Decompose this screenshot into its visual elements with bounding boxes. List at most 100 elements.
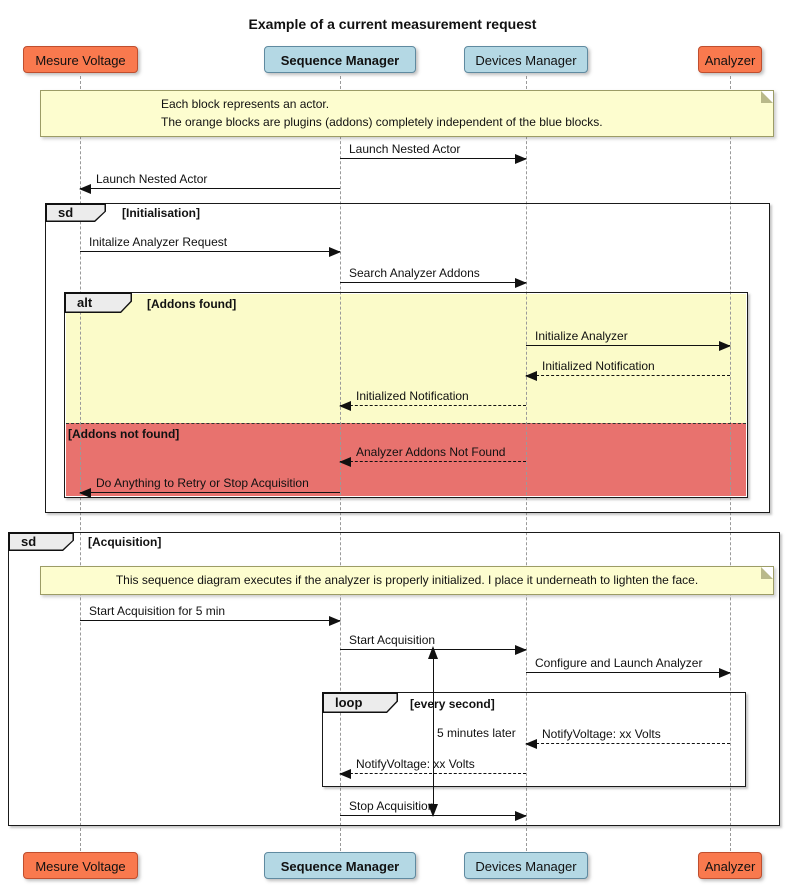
arrowhead-right-icon [515, 645, 527, 655]
message-line [80, 251, 340, 252]
message-label: Start Acquisition [349, 633, 436, 647]
message-label: NotifyVoltage: xx Volts [542, 727, 661, 741]
pentagon-tab-icon [8, 532, 74, 551]
message-label: Initialized Notification [542, 359, 655, 373]
message-line [80, 620, 340, 621]
message-label: NotifyVoltage: xx Volts [356, 757, 475, 771]
message-launch-nested-actor-1: Launch Nested Actor [340, 139, 527, 164]
actor-devices-manager-bottom: Devices Manager [464, 852, 588, 879]
alt-section-addons-found-bg [66, 294, 746, 423]
frame-alt [64, 292, 748, 498]
message-label: Start Acquisition for 5 min [89, 604, 226, 618]
arrowhead-down-icon [428, 804, 438, 817]
message-launch-nested-actor-2: Launch Nested Actor [79, 169, 340, 194]
lifeline-devices-manager [526, 76, 527, 851]
arrowhead-left-icon [339, 457, 351, 467]
message-line [526, 743, 730, 744]
message-label: Analyzer Addons Not Found [356, 445, 506, 459]
actor-mesure-voltage-top: Mesure Voltage [23, 46, 138, 73]
actor-devices-manager-top: Devices Manager [464, 46, 588, 73]
arrowhead-right-icon [329, 616, 341, 626]
frame-loop [322, 692, 746, 787]
message-line [340, 158, 526, 159]
arrowhead-left-icon [525, 739, 537, 749]
note-fold-icon [761, 567, 773, 579]
frame-keyword: loop [335, 695, 363, 710]
frame-sd-initialisation [45, 203, 770, 513]
message-label: Launch Nested Actor [96, 172, 208, 186]
message-label: Initialize Analyzer [535, 329, 628, 343]
arrowhead-right-icon [515, 811, 527, 821]
frame-keyword: alt [77, 295, 93, 310]
message-label: Initalize Analyzer Request [89, 235, 228, 249]
guard-addons-found: [Addons found] [147, 297, 237, 311]
guard-addons-not-found: [Addons not found] [68, 427, 180, 441]
arrowhead-right-icon [719, 341, 731, 351]
message-label: Do Anything to Retry or Stop Acquisition [96, 476, 309, 490]
arrowhead-up-icon [428, 646, 438, 659]
frame-tab-sd-acquisition: sd [8, 532, 74, 551]
note-acquisition-info: This sequence diagram executes if the an… [40, 566, 774, 595]
actor-analyzer-top: Analyzer [698, 46, 762, 73]
pentagon-tab-icon [45, 203, 106, 222]
arrowhead-left-icon [79, 184, 91, 194]
note-actors-legend: Each block represents an actor. The oran… [40, 90, 774, 137]
pentagon-tab-icon [64, 292, 132, 313]
note-line: This sequence diagram executes if the an… [115, 573, 699, 587]
message-line [80, 492, 340, 493]
time-arrow-line [433, 654, 434, 810]
arrowhead-left-icon [79, 488, 91, 498]
lifeline-analyzer [730, 76, 731, 851]
arrowhead-left-icon [339, 401, 351, 411]
actor-analyzer-bottom: Analyzer [698, 852, 762, 879]
arrowhead-right-icon [719, 668, 731, 678]
lifeline-mesure-voltage [80, 76, 81, 851]
message-line [80, 188, 340, 189]
message-line [526, 672, 730, 673]
message-initialized-notification-2: Initialized Notification [339, 386, 526, 411]
frame-sd-acquisition [8, 532, 780, 826]
diagram-title: Example of a current measurement request [248, 16, 537, 32]
message-configure-and-launch-analyzer: Configure and Launch Analyzer [526, 653, 731, 678]
message-search-analyzer-addons: Search Analyzer Addons [340, 263, 527, 288]
time-label: 5 minutes later [437, 726, 516, 740]
message-start-acquisition-for-5-min: Start Acquisition for 5 min [80, 601, 341, 626]
frame-tab-sd-initialisation: sd [45, 203, 106, 222]
guard-initialisation: [Initialisation] [122, 206, 200, 220]
frame-keyword: sd [58, 205, 74, 220]
frame-keyword: sd [21, 534, 37, 549]
frame-tab-alt: alt [64, 292, 132, 313]
frame-tab-loop: loop [322, 692, 398, 713]
actor-sequence-manager-top: Sequence Manager [264, 46, 416, 73]
message-initialized-notification-1: Initialized Notification [525, 356, 730, 381]
arrowhead-right-icon [515, 154, 527, 164]
message-line [340, 405, 526, 406]
message-label: Initialized Notification [356, 389, 469, 403]
message-label: Search Analyzer Addons [349, 266, 480, 280]
message-analyzer-addons-not-found: Analyzer Addons Not Found [339, 442, 526, 467]
message-label: Launch Nested Actor [349, 142, 461, 156]
message-initialize-analyzer: Initialize Analyzer [526, 326, 731, 351]
guard-acquisition: [Acquisition] [88, 535, 162, 549]
actor-sequence-manager-bottom: Sequence Manager [264, 852, 416, 879]
note-fold-icon [761, 91, 773, 103]
message-line [526, 345, 730, 346]
actor-mesure-voltage-bottom: Mesure Voltage [23, 852, 138, 879]
pentagon-tab-icon [322, 692, 398, 713]
message-line [526, 375, 730, 376]
message-do-anything-retry-or-stop: Do Anything to Retry or Stop Acquisition [79, 473, 340, 498]
guard-every-second: [every second] [410, 697, 495, 711]
arrowhead-right-icon [515, 278, 527, 288]
note-line: Each block represents an actor. [161, 97, 330, 111]
note-line: The orange blocks are plugins (addons) c… [161, 115, 603, 129]
alt-else-divider [66, 423, 746, 424]
alt-section-addons-not-found-bg [66, 423, 746, 496]
message-line [340, 282, 526, 283]
arrowhead-right-icon [329, 247, 341, 257]
message-notifyvoltage-1: NotifyVoltage: xx Volts [525, 724, 730, 749]
arrowhead-left-icon [339, 769, 351, 779]
arrowhead-left-icon [525, 371, 537, 381]
message-line [340, 461, 526, 462]
message-label: Stop Acquisition [349, 799, 435, 813]
